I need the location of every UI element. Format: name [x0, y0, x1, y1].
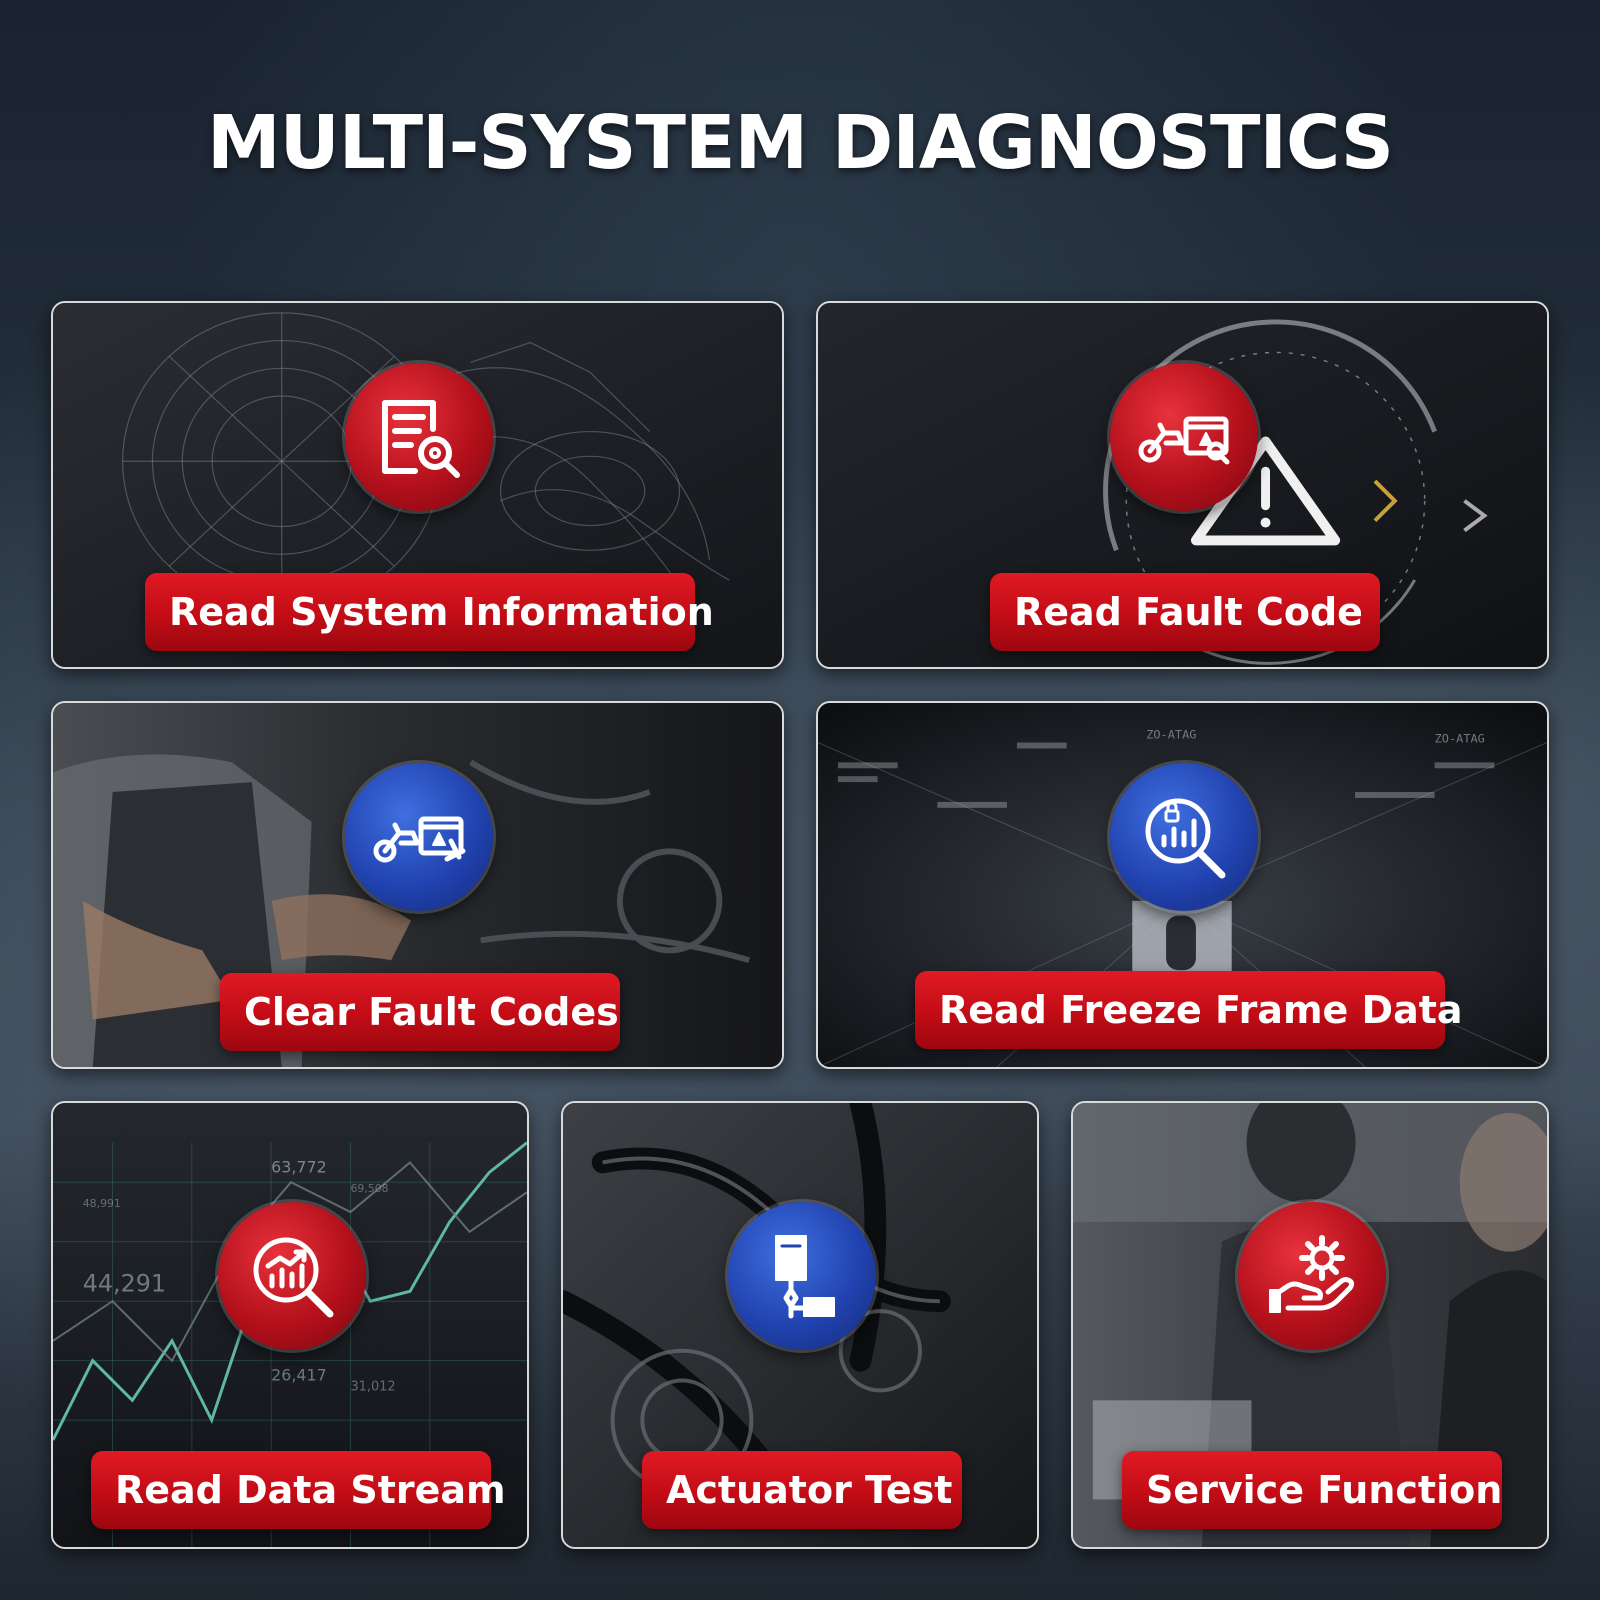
stream-value-3: 26,417: [271, 1366, 327, 1385]
chart-lock-search-icon: [1110, 763, 1258, 911]
feature-label: Clear Fault Codes: [220, 973, 620, 1051]
chart-search-icon: [218, 1202, 366, 1350]
motorcycle-fault-search-icon: [1110, 363, 1258, 511]
hand-gear-icon: [1238, 1202, 1386, 1350]
feature-label: Read Data Stream: [91, 1451, 506, 1529]
report-search-icon: [345, 363, 493, 511]
feature-label: Service Function: [1122, 1451, 1502, 1529]
card-read-data-stream[interactable]: 63,772 44,291 26,417 31,012 69,508 48,99…: [51, 1101, 529, 1549]
motorcycle-fault-clear-icon: [345, 763, 493, 911]
stream-value-2: 44,291: [83, 1269, 166, 1297]
card-read-fault-code[interactable]: Read Fault Code: [816, 301, 1549, 669]
card-read-freeze-frame-data[interactable]: ZO-ATAG ZO-ATAG Read Freeze Frame Data: [816, 701, 1549, 1069]
stream-value-6: 48,991: [83, 1197, 121, 1210]
feature-label: Actuator Test: [642, 1451, 962, 1529]
card-actuator-test[interactable]: Actuator Test: [561, 1101, 1039, 1549]
page-title: MULTI-SYSTEM DIAGNOSTICS: [206, 100, 1394, 186]
stream-value-5: 69,508: [350, 1182, 388, 1195]
card-service-function[interactable]: Service Function: [1071, 1101, 1549, 1549]
actuator-icon: [728, 1202, 876, 1350]
stream-value-1: 63,772: [271, 1157, 327, 1176]
stream-value-4: 31,012: [350, 1379, 395, 1394]
card-clear-fault-codes[interactable]: Clear Fault Codes: [51, 701, 784, 1069]
feature-label: Read Fault Code: [990, 573, 1380, 651]
card-read-system-information[interactable]: Read System Information: [51, 301, 784, 669]
feature-label: Read Freeze Frame Data: [915, 971, 1463, 1049]
code-text-1: ZO-ATAG: [1146, 728, 1196, 742]
code-text-2: ZO-ATAG: [1435, 732, 1485, 746]
feature-label: Read System Information: [145, 573, 714, 651]
